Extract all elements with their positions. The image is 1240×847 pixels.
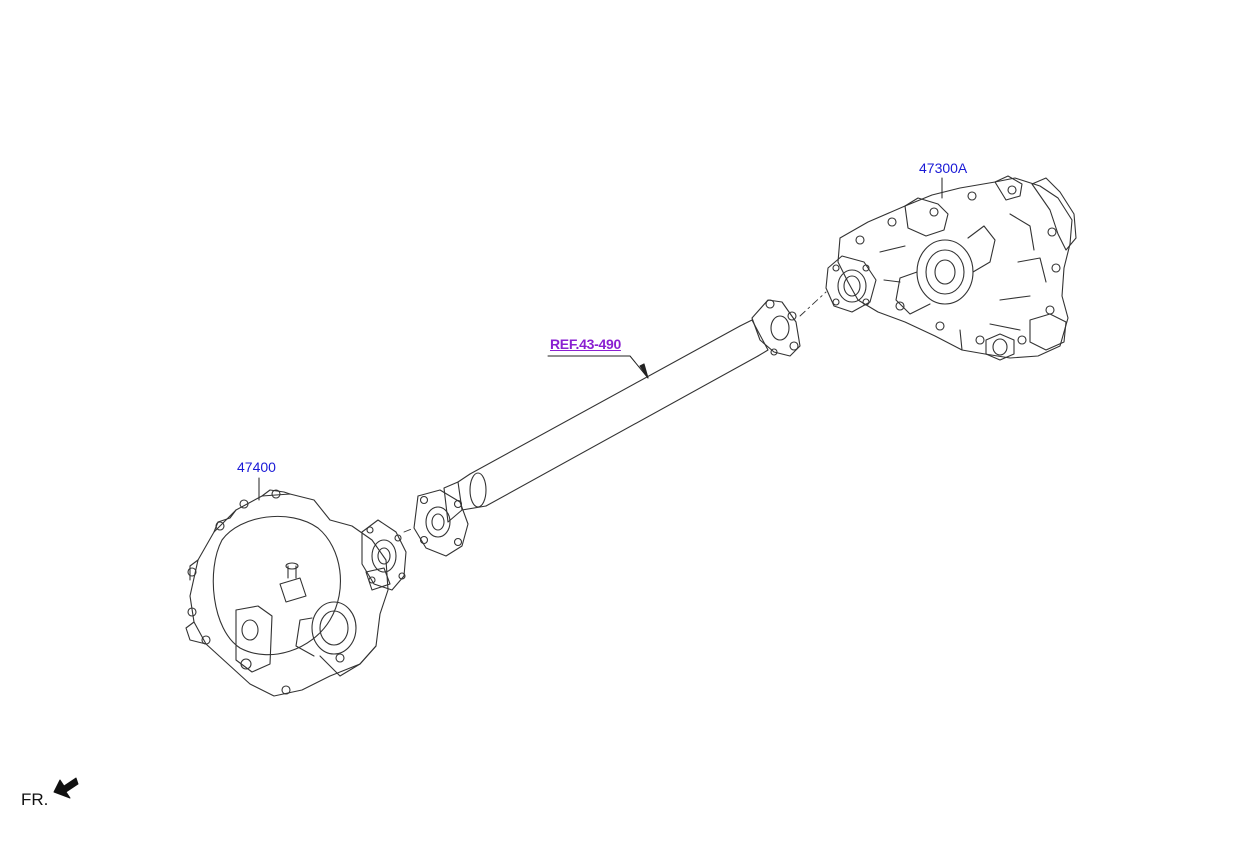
transfer-case-assembly: [825, 175, 1077, 361]
part-number-transfer-case[interactable]: 47300A: [919, 160, 968, 176]
alignment-lines: [403, 291, 827, 533]
part-number-front-differential[interactable]: 47400: [237, 459, 276, 475]
front-direction-label: FR.: [21, 790, 49, 809]
propeller-shaft-assembly: [413, 299, 801, 557]
reference-link-propeller-shaft[interactable]: REF.43-490: [550, 336, 621, 352]
front-direction-arrow-icon: [53, 777, 79, 799]
leader-lines: [258, 177, 943, 501]
front-differential-assembly: [185, 489, 407, 697]
